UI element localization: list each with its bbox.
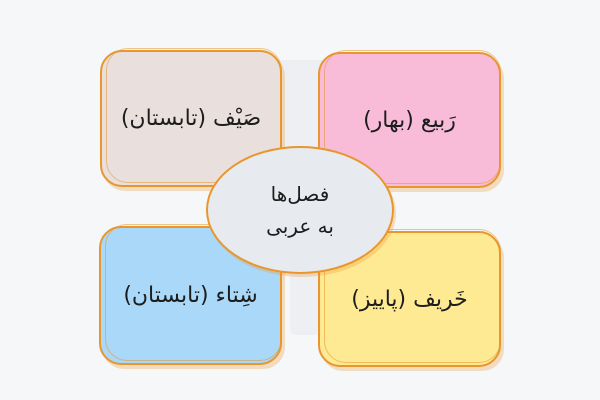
season-label-autumn: خَریف (پاییز) bbox=[351, 286, 468, 312]
center-title-line2: به عربی bbox=[266, 214, 334, 238]
center-title-line1: فصل‌ها bbox=[270, 182, 330, 206]
season-label-summer: صَیْف (تابستان) bbox=[120, 106, 262, 131]
center-topic-oval: فصل‌ها به عربی bbox=[206, 146, 394, 274]
season-label-spring: رَبیع (بهار) bbox=[363, 107, 456, 133]
season-label-winter: شِتاء (تابستان) bbox=[123, 283, 258, 308]
